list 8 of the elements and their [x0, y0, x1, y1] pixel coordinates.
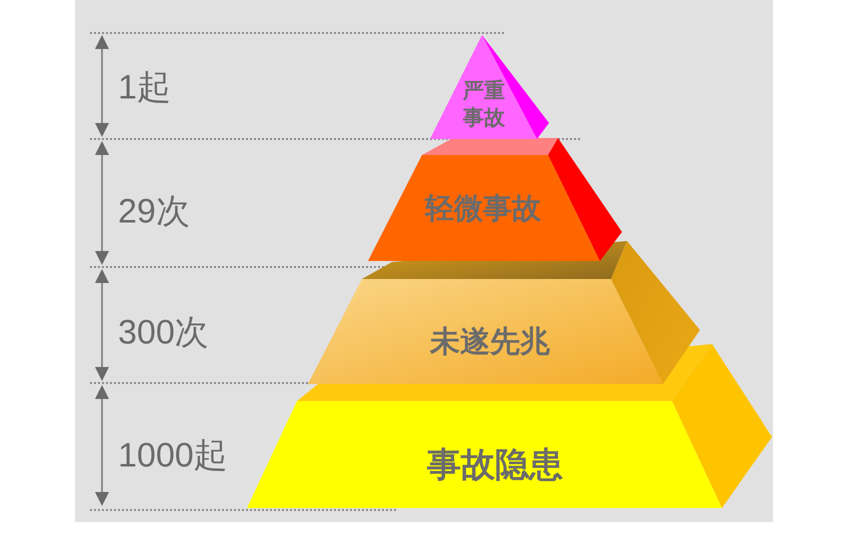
count-label: 1000起	[118, 437, 228, 475]
count-label: 300次	[118, 314, 209, 352]
count-label: 1起	[118, 69, 171, 107]
tier-label: 事故隐患	[427, 444, 563, 486]
count-label: 29次	[118, 193, 190, 231]
tier-label: 轻微事故	[425, 192, 541, 228]
tier-label: 严重事故	[462, 78, 506, 132]
tier-label: 未遂先兆	[430, 324, 550, 360]
